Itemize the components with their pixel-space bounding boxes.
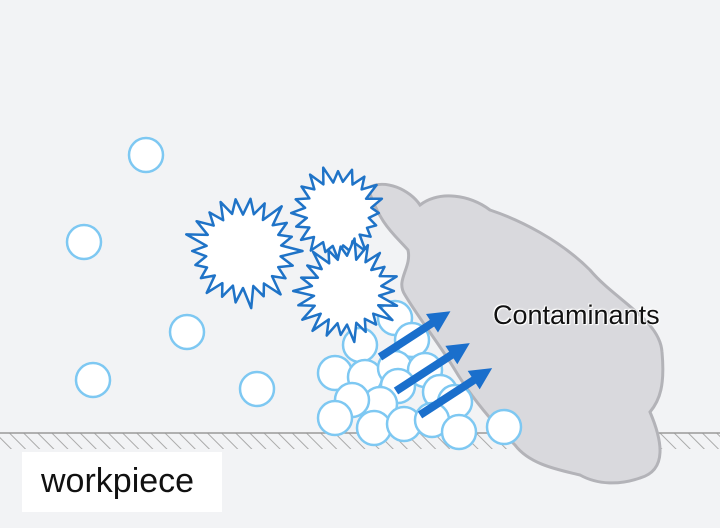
arrow [417,368,493,419]
bubble [238,370,276,408]
burst-shape [289,166,384,261]
bubble [127,136,165,174]
contaminants-label: Contaminants [493,300,660,330]
contaminant-blob [366,182,665,485]
bubble [440,413,478,451]
bubble [168,313,206,351]
arrow [377,311,451,361]
bubble [74,361,112,399]
bubble [355,409,393,447]
arrow [393,343,470,395]
removal-arrows [377,311,493,419]
loose-bubbles [65,136,276,408]
bubble [341,326,379,364]
burst-shape [291,237,399,344]
workpiece-label: workpiece [41,462,195,500]
cavitation-bursts [185,166,399,344]
bubble [485,408,523,446]
workpiece-label-box [22,452,222,512]
bubble-cluster [316,299,523,451]
bubble [65,223,103,261]
burst-shape [185,197,304,310]
bubble [316,399,354,437]
